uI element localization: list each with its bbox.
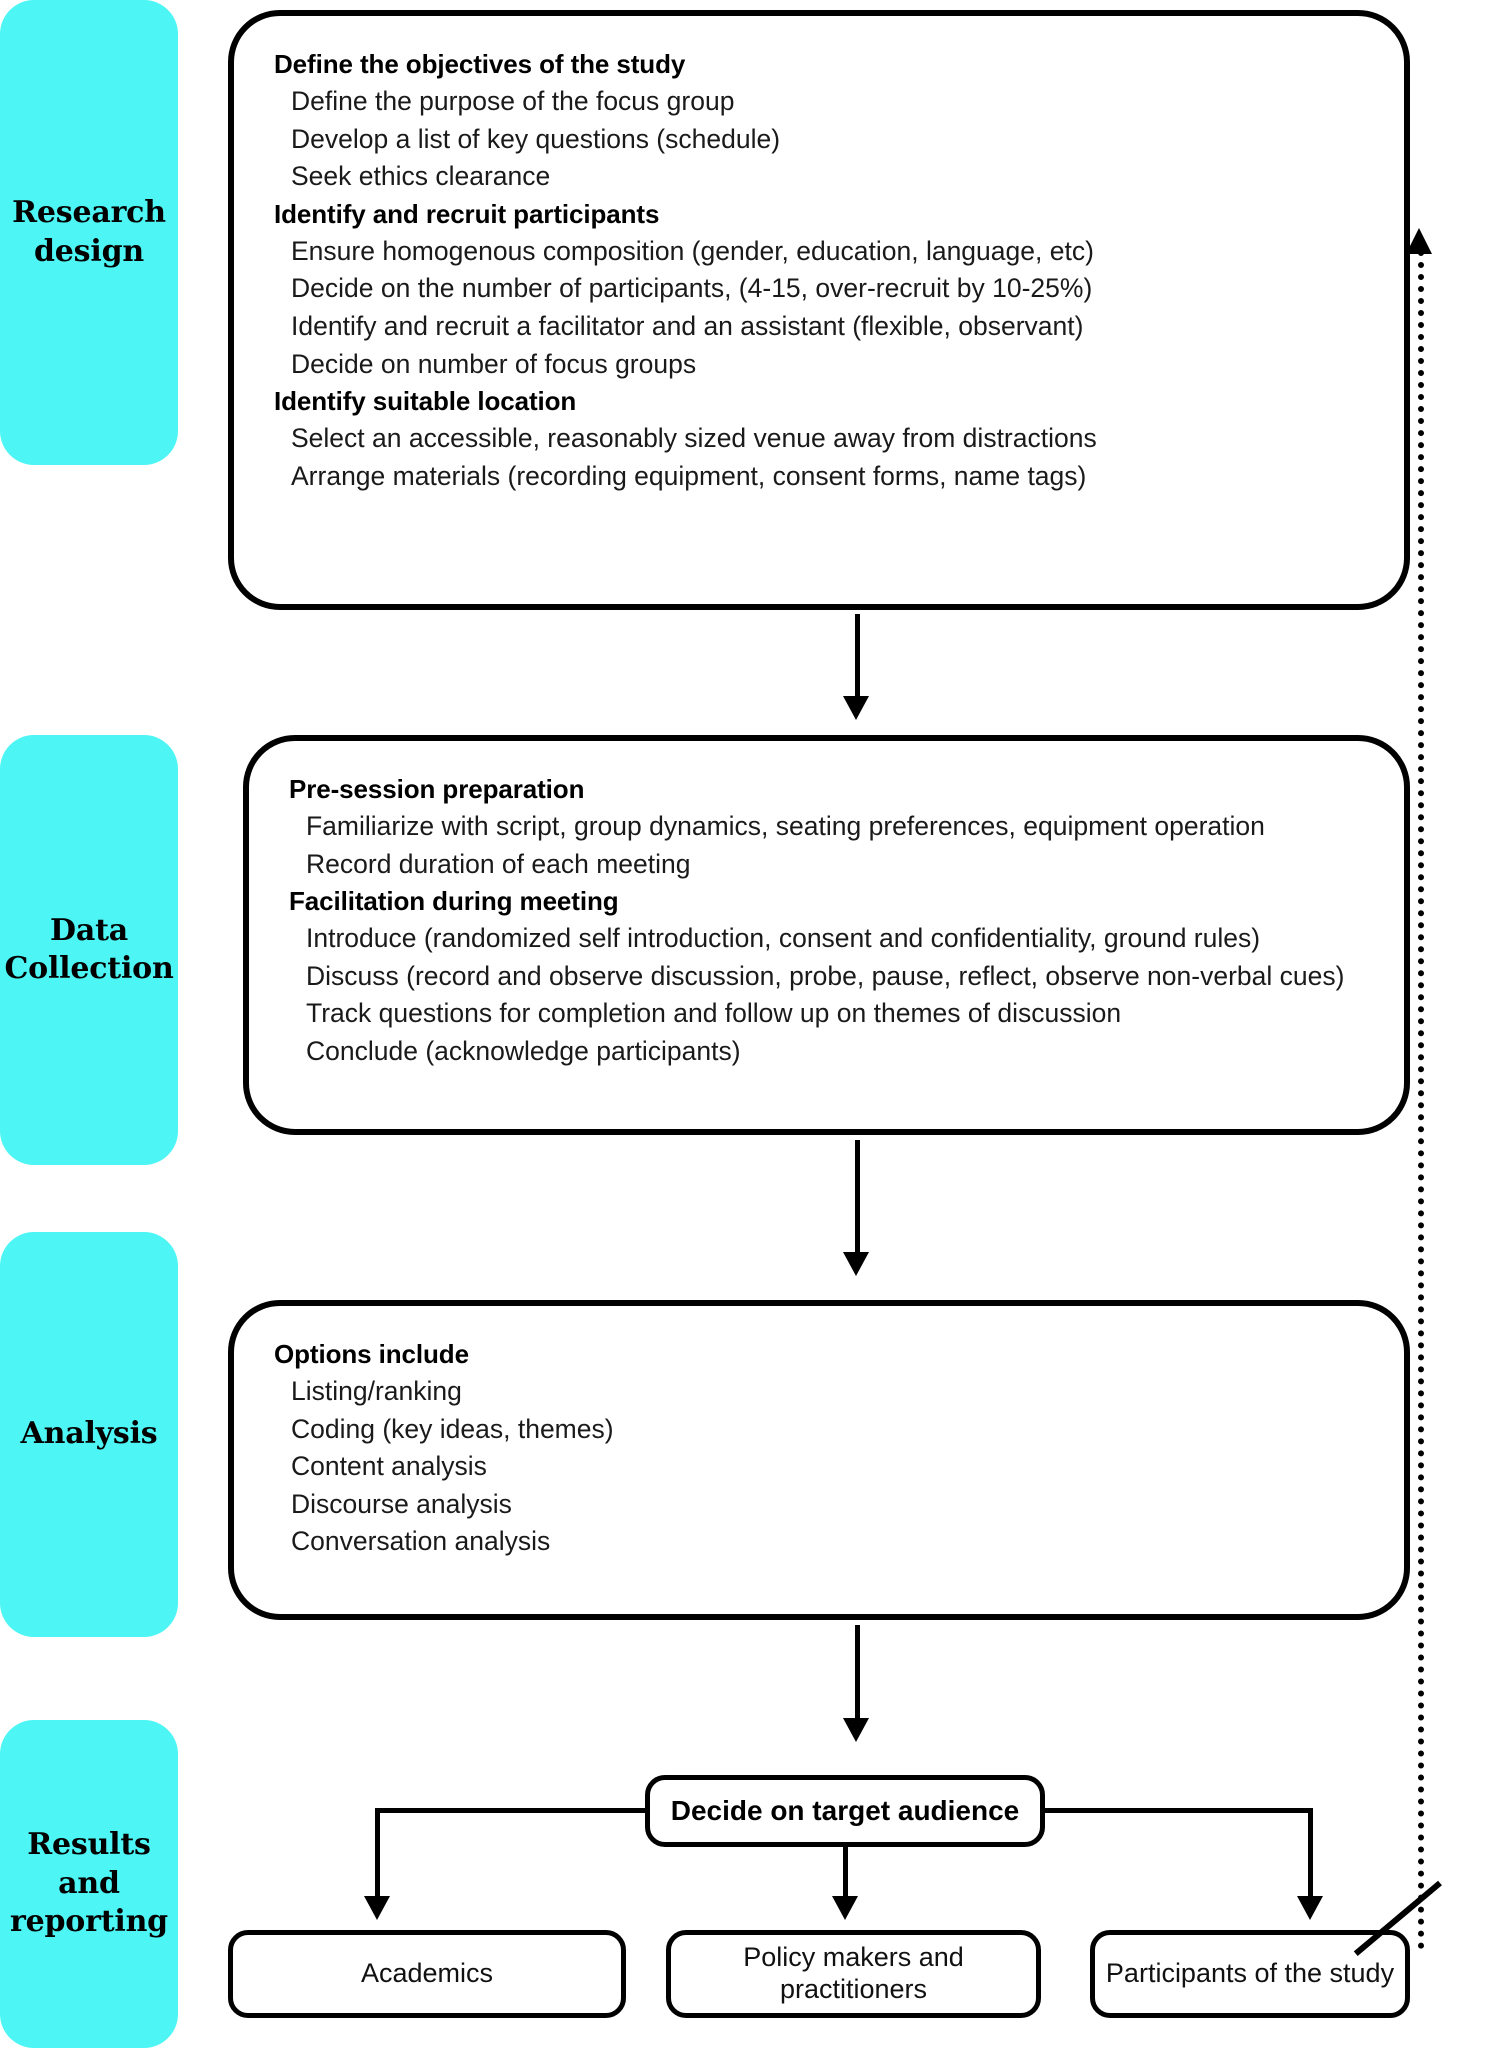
arrowhead-down-icon — [843, 1718, 869, 1742]
result-box-participants: Participants of the study — [1090, 1930, 1410, 2018]
arrowhead-down-icon — [843, 1252, 869, 1276]
panel-item: Ensure homogenous composition (gender, e… — [291, 235, 1094, 266]
panel-item: Listing/ranking — [291, 1375, 462, 1406]
connector-line-analysis-to-audience — [855, 1625, 860, 1723]
arrowhead-down-icon — [364, 1896, 390, 1920]
stage-label-data-collection: Data Collection — [0, 735, 178, 1165]
arrowhead-down-icon — [1297, 1896, 1323, 1920]
panel-item: Introduce (randomized self introduction,… — [306, 923, 1261, 954]
arrowhead-up-icon — [1406, 228, 1432, 254]
panel-heading: Options include — [274, 1339, 469, 1369]
arrowhead-down-icon — [843, 696, 869, 720]
connector-bus-left — [375, 1808, 647, 1813]
panel-heading: Facilitation during meeting — [289, 886, 619, 917]
panel-item: Develop a list of key questions (schedul… — [291, 123, 781, 154]
panel-item: Decide on the number of participants, (4… — [291, 273, 1093, 304]
panel-item: Define the purpose of the focus group — [291, 85, 735, 116]
panel-data-collection: Pre-session preparation Familiarize with… — [243, 735, 1410, 1135]
panel-heading: Identify and recruit participants — [274, 198, 660, 229]
connector-line-design-to-collection — [855, 614, 860, 699]
feedback-loop-dotted-line — [1418, 250, 1424, 1950]
result-box-policy-makers: Policy makers and practitioners — [666, 1930, 1041, 2018]
stage-label-text: Analysis — [20, 1416, 158, 1452]
panel-research-design: Define the objectives of the study Defin… — [228, 10, 1410, 610]
connector-line-collection-to-analysis — [855, 1140, 860, 1255]
result-box-label: Participants of the study — [1105, 1958, 1395, 1989]
stage-label-text: Data Collection — [4, 912, 174, 986]
panel-heading: Identify suitable location — [274, 386, 577, 417]
connector-drop-policy — [843, 1847, 848, 1903]
panel-item: Conclude (acknowledge participants) — [306, 1035, 741, 1066]
result-box-label: Academics — [360, 1958, 494, 1989]
panel-item: Select an accessible, reasonably sized v… — [291, 423, 1097, 454]
connector-bus-right — [1043, 1808, 1313, 1813]
decision-box-target-audience: Decide on target audience — [645, 1775, 1045, 1847]
panel-item: Decide on number of focus groups — [291, 348, 697, 379]
panel-item: Coding (key ideas, themes) — [291, 1413, 614, 1444]
panel-item: Content analysis — [291, 1451, 487, 1482]
panel-item: Discuss (record and observe discussion, … — [306, 960, 1345, 991]
panel-item: Arrange materials (recording equipment, … — [291, 460, 1087, 491]
connector-drop-participants — [1308, 1808, 1313, 1903]
panel-item: Identify and recruit a facilitator and a… — [291, 310, 1084, 341]
panel-item: Track questions for completion and follo… — [306, 998, 1122, 1029]
panel-item: Discourse analysis — [291, 1488, 512, 1519]
result-box-label: Policy makers and practitioners — [743, 1942, 964, 2004]
decision-box-label: Decide on target audience — [670, 1795, 1020, 1826]
stage-label-research-design: Research design — [0, 0, 178, 465]
stage-label-analysis: Analysis — [0, 1232, 178, 1637]
panel-heading: Pre-session preparation — [289, 774, 585, 804]
connector-drop-academics — [375, 1808, 380, 1903]
arrowhead-down-icon — [832, 1896, 858, 1920]
result-box-academics: Academics — [228, 1930, 626, 2018]
panel-item: Seek ethics clearance — [291, 161, 551, 192]
panel-item: Conversation analysis — [291, 1526, 551, 1557]
panel-item: Familiarize with script, group dynamics,… — [306, 810, 1265, 841]
stage-label-results-and-reporting: Results and reporting — [0, 1720, 178, 2048]
stage-label-text: Research design — [12, 195, 166, 269]
panel-analysis: Options include Listing/ranking Coding (… — [228, 1300, 1410, 1620]
stage-label-text: Results and reporting — [10, 1827, 168, 1940]
panel-item: Record duration of each meeting — [306, 848, 691, 879]
panel-heading: Define the objectives of the study — [274, 49, 686, 79]
